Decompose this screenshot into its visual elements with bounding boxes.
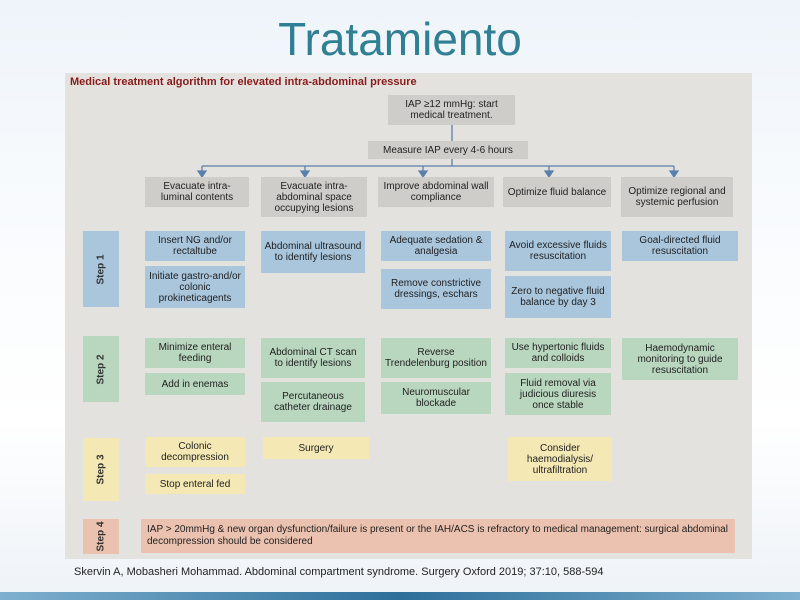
branch-arrows	[196, 166, 680, 179]
algorithm-heading: Medical treatment algorithm for elevated…	[70, 76, 417, 88]
step-4-label: Step 4	[83, 519, 119, 554]
step2-col3-item1: Reverse Trendelenburg position	[381, 338, 491, 378]
column-header-3: Improve abdominal wall compliance	[378, 177, 494, 207]
step3-col1-item1: Colonic decompression	[145, 437, 245, 467]
step1-col3-item1: Adequate sedation & analgesia	[381, 231, 491, 261]
step1-col3-item2: Remove constrictive dressings, eschars	[381, 269, 491, 309]
step4-surgical-decompression: IAP > 20mmHg & new organ dysfunction/fai…	[141, 519, 735, 553]
step1-col1-item2: Initiate gastro-and/or colonic prokineti…	[145, 266, 245, 308]
citation: Skervin A, Mobasheri Mohammad. Abdominal…	[74, 566, 604, 578]
start-treatment-box: IAP ≥12 mmHg: start medical treatment.	[388, 95, 515, 125]
step2-col2-item1: Abdominal CT scan to identify lesions	[261, 338, 365, 378]
column-header-4: Optimize fluid balance	[503, 177, 611, 207]
algorithm-panel: Medical treatment algorithm for elevated…	[65, 73, 752, 559]
measure-iap-box: Measure IAP every 4-6 hours	[368, 141, 528, 159]
step-2-label: Step 2	[83, 336, 119, 402]
step1-col4-item2: Zero to negative fluid balance by day 3	[505, 276, 611, 318]
step2-col3-item2: Neuromuscular blockade	[381, 382, 491, 414]
step3-col4-item1: Consider haemodialysis/ ultrafiltration	[508, 437, 612, 481]
column-header-2: Evacuate intra-abdominal space occupying…	[261, 177, 367, 217]
step-3-label: Step 3	[83, 438, 119, 501]
step1-col2-item1: Abdominal ultrasound to identify lesions	[261, 231, 365, 273]
step2-col1-item2: Add in enemas	[145, 373, 245, 395]
step1-col4-item1: Avoid excessive fluids resuscitation	[505, 231, 611, 271]
step1-col1-item1: Insert NG and/or rectaltube	[145, 231, 245, 261]
column-header-5: Optimize regional and systemic perfusion	[621, 177, 733, 217]
step2-col4-item1: Use hypertonic fluids and colloids	[505, 338, 611, 368]
column-header-1: Evacuate intra-luminal contents	[145, 177, 249, 207]
step2-col2-item2: Percutaneous catheter drainage	[261, 382, 365, 422]
step2-col5-item1: Haemodynamic monitoring to guide resusci…	[622, 338, 738, 380]
step2-col4-item2: Fluid removal via judicious diuresis onc…	[505, 373, 611, 415]
step3-col1-item2: Stop enteral fed	[145, 474, 245, 494]
step-1-label: Step 1	[83, 231, 119, 307]
step2-col1-item1: Minimize enteral feeding	[145, 338, 245, 368]
step3-col2-item1: Surgery	[263, 437, 369, 459]
step1-col5-item1: Goal-directed fluid resuscitation	[622, 231, 738, 261]
slide-title: Tratamiento	[278, 13, 522, 65]
connector-lines	[196, 125, 680, 179]
slide-bottom-bar	[0, 592, 800, 600]
